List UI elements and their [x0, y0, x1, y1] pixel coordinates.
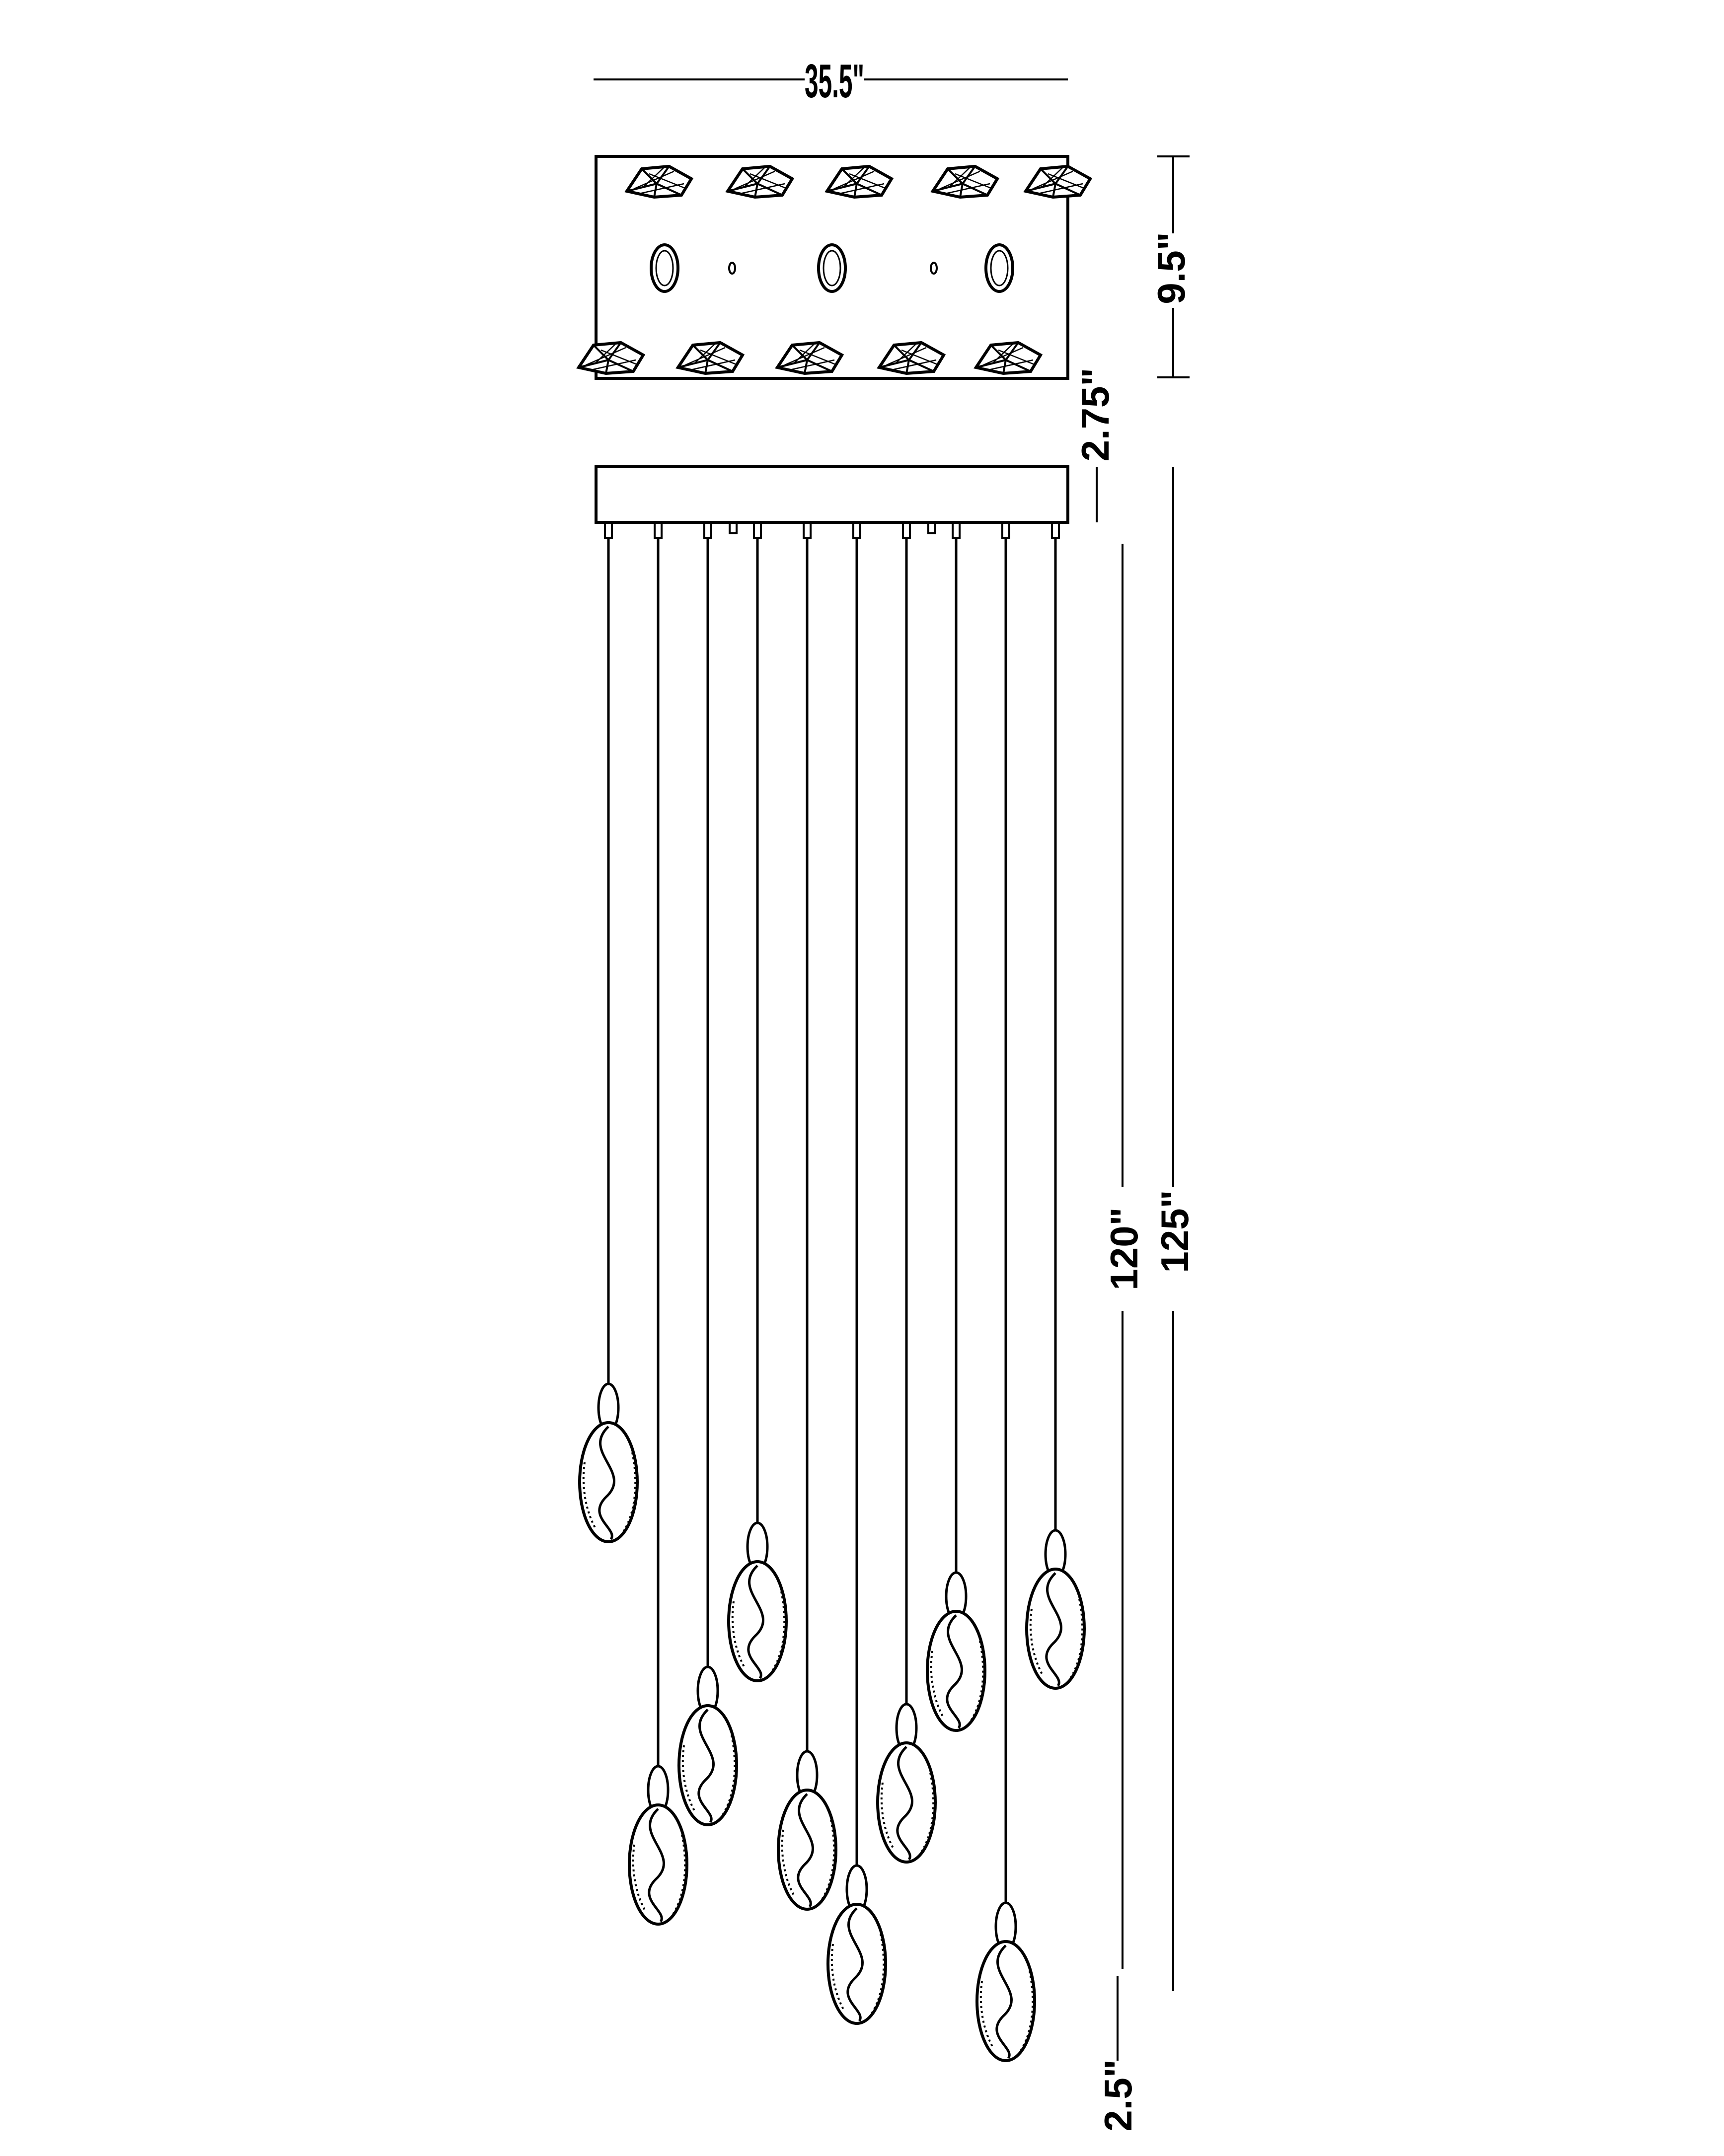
pendant-cables [607, 538, 1057, 1924]
pendant-3 [679, 1667, 737, 1825]
canopy-height-dimension: 2.75" [1073, 368, 1117, 522]
cable-drop-dimension: 120" [1102, 544, 1146, 1969]
crystal-row-top [627, 166, 1090, 197]
pendant-1 [580, 1384, 637, 1542]
top-view [579, 155, 1090, 380]
depth-dimension-label: 9.5" [1149, 232, 1193, 304]
pendant-8 [927, 1573, 985, 1730]
side-view-canopy [595, 465, 1069, 539]
pendant-2 [629, 1766, 687, 1924]
canopy-mount-holes [650, 243, 1014, 293]
pendant-shades [580, 1384, 1084, 2061]
width-dimension-label: 35.5" [805, 55, 864, 108]
pendant-6 [828, 1866, 886, 2023]
pendant-height-dimension: 2.5" [1096, 1976, 1140, 2132]
overall-height-label: 125" [1153, 1190, 1197, 1273]
pendant-10 [1027, 1530, 1084, 1688]
width-dimension: 35.5" [594, 55, 1068, 108]
pendant-4 [729, 1523, 786, 1681]
socket-stubs [604, 521, 1060, 539]
crystal-row-bottom [579, 343, 1041, 373]
cable-drop-label: 120" [1102, 1207, 1146, 1290]
pendant-5 [778, 1751, 836, 1909]
pendant-9 [977, 1903, 1035, 2061]
pendant-height-label: 2.5" [1096, 2059, 1140, 2131]
pendant-7 [878, 1704, 935, 1862]
overall-height-dimension: 125" [1153, 467, 1197, 1991]
canopy-height-label: 2.75" [1073, 368, 1117, 462]
depth-dimension: 9.5" [1149, 155, 1193, 378]
